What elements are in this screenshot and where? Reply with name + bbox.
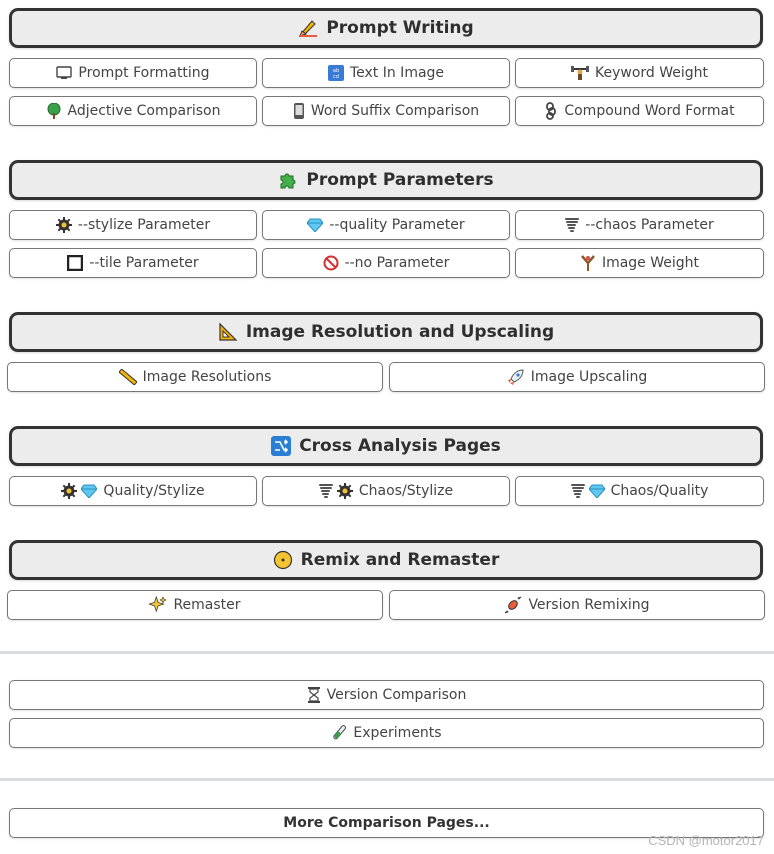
button-label: Image Resolutions: [142, 369, 272, 385]
remaster-button[interactable]: Remaster: [7, 590, 383, 620]
image-resolutions-button[interactable]: Image Resolutions: [7, 362, 383, 392]
section-title: Prompt Writing: [326, 18, 474, 38]
word-suffix-comparison-button[interactable]: Word Suffix Comparison: [262, 96, 510, 126]
section-header-remix-remaster[interactable]: Remix and Remaster: [9, 540, 763, 580]
tornado-icon: [565, 217, 580, 233]
button-label: Chaos/Quality: [610, 483, 709, 499]
section-header-cross-analysis[interactable]: Cross Analysis Pages: [9, 426, 763, 466]
square-icon: [67, 255, 84, 271]
ruler-icon: [118, 369, 137, 385]
triangle-ruler-icon: [218, 322, 238, 342]
experiments-button[interactable]: Experiments: [9, 718, 764, 748]
chaos-stylize-button[interactable]: Chaos/Stylize: [262, 476, 510, 506]
section-title: Image Resolution and Upscaling: [245, 322, 555, 342]
hourglass-icon: [307, 687, 321, 703]
stylize-parameter-button[interactable]: --stylize Parameter: [9, 210, 257, 240]
candy-icon: [504, 596, 522, 614]
button-label: --no Parameter: [344, 255, 450, 271]
section-title: Remix and Remaster: [300, 550, 500, 570]
image-upscaling-button[interactable]: Image Upscaling: [389, 362, 765, 392]
compound-word-format-button[interactable]: Compound Word Format: [515, 96, 764, 126]
diamond-icon: [307, 218, 324, 232]
button-label: Remaster: [173, 597, 241, 613]
divider: [0, 778, 774, 781]
button-label: Prompt Formatting: [78, 65, 210, 81]
section-header-prompt-writing[interactable]: Prompt Writing: [9, 8, 763, 48]
button-label: --stylize Parameter: [77, 217, 211, 233]
button-label: Compound Word Format: [564, 103, 735, 119]
quality-parameter-button[interactable]: --quality Parameter: [262, 210, 510, 240]
no-parameter-button[interactable]: --no Parameter: [262, 248, 510, 278]
diamond-icon: [588, 484, 605, 498]
tree-icon: [46, 103, 62, 119]
monitor-icon: [56, 66, 73, 80]
gear-icon: [55, 217, 72, 233]
chains-icon: [544, 102, 558, 120]
button-label: Version Remixing: [528, 597, 650, 613]
rocket-icon: [507, 368, 525, 386]
svg-text:ab: ab: [333, 68, 339, 74]
yellow-circle-icon: [273, 550, 293, 570]
keyword-weight-button[interactable]: Keyword Weight: [515, 58, 764, 88]
button-label: Image Upscaling: [530, 369, 648, 385]
divider: [0, 651, 774, 654]
button-label: Quality/Stylize: [103, 483, 205, 499]
button-label: Text In Image: [349, 65, 445, 81]
shuffle-icon: [271, 436, 292, 456]
sparkles-icon: [149, 596, 168, 614]
more-comparison-pages-button[interactable]: More Comparison Pages...: [9, 808, 764, 838]
quality-stylize-button[interactable]: Quality/Stylize: [9, 476, 257, 506]
gear-icon: [61, 483, 78, 499]
slingshot-icon: [580, 255, 596, 271]
phone-icon: [293, 103, 305, 119]
tornado-icon: [318, 483, 333, 499]
watermark: CSDN @motor2017: [648, 833, 764, 848]
button-label: --chaos Parameter: [585, 217, 714, 233]
adjective-comparison-button[interactable]: Adjective Comparison: [9, 96, 257, 126]
section-header-image-resolution[interactable]: Image Resolution and Upscaling: [9, 312, 763, 352]
version-remixing-button[interactable]: Version Remixing: [389, 590, 765, 620]
tile-parameter-button[interactable]: --tile Parameter: [9, 248, 257, 278]
version-comparison-button[interactable]: Version Comparison: [9, 680, 764, 710]
prohibited-icon: [323, 255, 339, 271]
button-label: --tile Parameter: [89, 255, 199, 271]
button-label: --quality Parameter: [329, 217, 465, 233]
image-weight-button[interactable]: Image Weight: [515, 248, 764, 278]
button-label: More Comparison Pages...: [283, 815, 490, 831]
weight-lifter-icon: [570, 65, 589, 81]
prompt-formatting-button[interactable]: Prompt Formatting: [9, 58, 257, 88]
writing-hand-icon: [298, 18, 318, 38]
diamond-icon: [81, 484, 98, 498]
button-label: Word Suffix Comparison: [310, 103, 480, 119]
section-title: Prompt Parameters: [306, 170, 494, 190]
chaos-quality-button[interactable]: Chaos/Quality: [515, 476, 764, 506]
button-label: Keyword Weight: [594, 65, 709, 81]
svg-text:cd: cd: [333, 74, 339, 80]
section-title: Cross Analysis Pages: [299, 436, 501, 456]
button-label: Adjective Comparison: [67, 103, 221, 119]
gear-icon: [336, 483, 353, 499]
button-label: Experiments: [353, 725, 442, 741]
chaos-parameter-button[interactable]: --chaos Parameter: [515, 210, 764, 240]
button-label: Chaos/Stylize: [358, 483, 454, 499]
test-tube-icon: [331, 725, 347, 741]
section-header-prompt-parameters[interactable]: Prompt Parameters: [9, 160, 763, 200]
tornado-icon: [570, 483, 585, 499]
button-label: Version Comparison: [326, 687, 467, 703]
puzzle-icon: [278, 170, 298, 190]
button-label: Image Weight: [601, 255, 700, 271]
